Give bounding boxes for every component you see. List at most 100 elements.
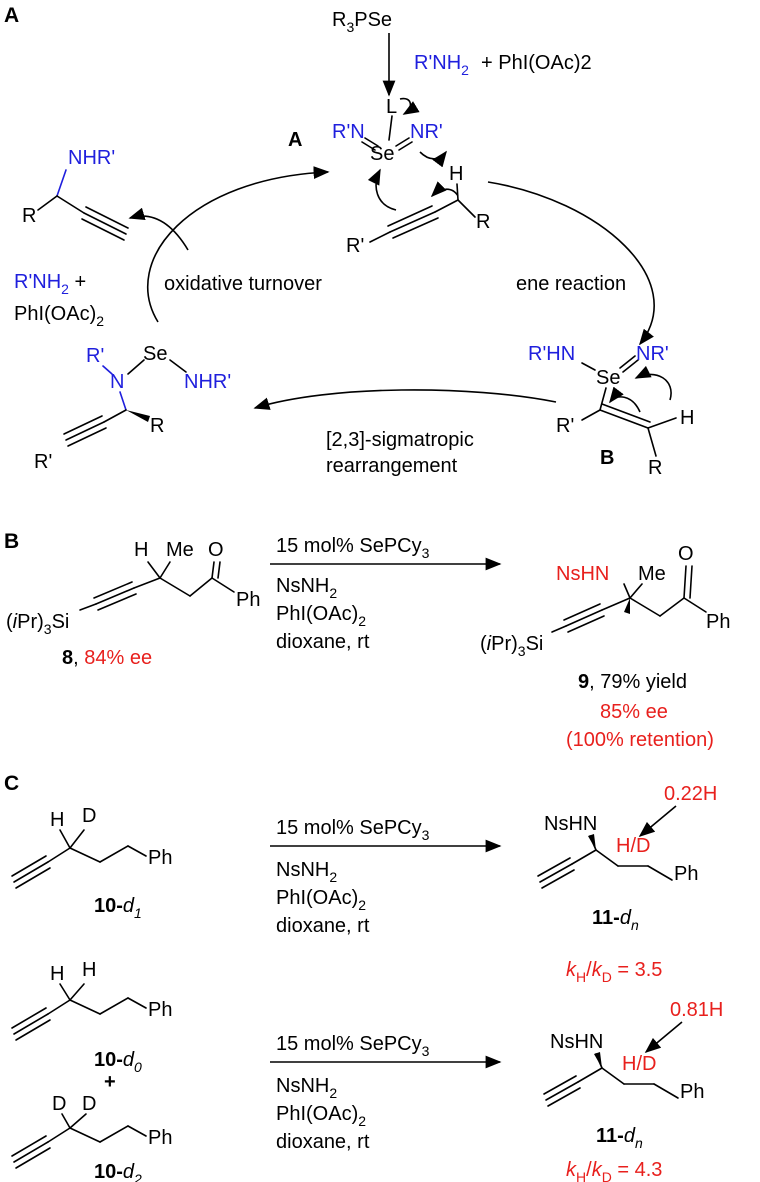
curved-arrow-alkyne: [367, 168, 397, 211]
product-alkyne-3: [567, 615, 605, 633]
ligand-label: L: [386, 96, 397, 118]
c1-propargyl: [47, 847, 71, 863]
product-nshn: NsHN: [556, 563, 609, 585]
sm-label: 8, 84% ee: [62, 647, 152, 669]
sm-me: Me: [166, 539, 194, 561]
product-ee: 85% ee: [600, 701, 668, 723]
c2-hd: H/D: [622, 1053, 656, 1075]
cycle-arc-left: [147, 166, 330, 323]
c2p-ph: Ph: [680, 1081, 704, 1103]
product-retention: (100% retention): [566, 729, 714, 751]
c1-d-bond: [69, 829, 85, 849]
product-me-bond: [629, 583, 643, 599]
c1-annotation: 0.22H: [664, 783, 717, 805]
panel-a-label: A: [4, 4, 19, 27]
c3-alkyne-1: [13, 1141, 49, 1163]
sm-alkyne-3: [97, 593, 137, 611]
se-n-double-bond-right: [395, 137, 410, 147]
panel-b-label: B: [4, 530, 19, 553]
c3-d1: D: [52, 1093, 66, 1115]
c1p-wedge: [588, 834, 596, 850]
sp-r-n-bond: [102, 365, 113, 375]
c1p-chain-1: [595, 849, 619, 867]
c1-nshn: NsHN: [544, 813, 597, 835]
c2p-propargyl: [577, 1067, 603, 1083]
selenium-atom-a: Se: [370, 143, 394, 165]
left-product-r: R: [22, 205, 36, 227]
product-ph: Ph: [706, 611, 730, 633]
product-co-bond: [659, 597, 685, 617]
sp-n-se-bond: [127, 359, 145, 375]
c2p-chain-3: [653, 1083, 679, 1099]
c1p-alkyne-1: [539, 863, 573, 883]
sigma-product-r-prime-2: R': [34, 451, 52, 473]
b-allene-2: [601, 403, 651, 423]
product-propargyl-bond: [601, 597, 631, 611]
sp-propargyl-bond: [103, 409, 127, 423]
c1p-ph: Ph: [674, 863, 698, 885]
sm-h-bond: [147, 561, 161, 579]
alkyne-r-group: R: [476, 211, 490, 233]
c1-chain-3: [127, 845, 147, 857]
c1-condition-2: NsNH2: [276, 859, 337, 885]
c3-propargyl: [47, 1127, 71, 1143]
c-r-bond: [457, 199, 476, 218]
c2-condition-4: dioxane, rt: [276, 1131, 370, 1153]
propargyl-bond-left: [56, 195, 85, 214]
sigma-product-r-prime: R': [86, 345, 104, 367]
c1-alkyne-1: [13, 861, 49, 883]
product-oxygen: O: [678, 543, 694, 565]
ene-reaction-label: ene reaction: [516, 273, 626, 295]
c3-label: 10-d2: [94, 1161, 142, 1182]
n-c-bond: [56, 169, 67, 197]
sigma-product-r: R: [150, 415, 164, 437]
sm-c-ph-bond: [211, 577, 235, 593]
c1p-alkyne-3: [541, 869, 575, 889]
c3-alkyne-2: [11, 1135, 47, 1157]
turnover-oxidant: PhI(OAc)2: [14, 303, 104, 329]
product-ch2-bond: [629, 597, 661, 617]
sigmatropic-label-1: [2,3]-sigmatropic: [326, 429, 474, 451]
c2-h1-bond: [59, 983, 71, 1001]
sm-alkyne-1: [95, 587, 135, 605]
curved-arrow-ligand: [399, 97, 420, 115]
product-amine: NHR': [68, 147, 115, 169]
sm-alkyne-2: [93, 581, 133, 599]
intermediate-a-label: A: [288, 129, 302, 151]
curved-arrow-b2: [609, 386, 641, 413]
c2-kie: kH/kD = 4.3: [566, 1159, 662, 1182]
c1-kie: kH/kD = 3.5: [566, 959, 662, 985]
c1-annotation-arrow: [638, 805, 677, 838]
c2-h1: H: [50, 963, 64, 985]
se-n-double-bond-left: [361, 141, 376, 151]
c1p-propargyl: [571, 849, 597, 865]
c2p-wedge: [594, 1052, 602, 1068]
c3-alkyne-3: [15, 1147, 51, 1169]
c2p-alkyne-1: [545, 1081, 579, 1101]
c3-d2: D: [82, 1093, 96, 1115]
c2-chain-1: [69, 999, 101, 1015]
c2-alkyne-1: [13, 1013, 49, 1035]
sm-ph: Ph: [236, 589, 260, 611]
sm-h: H: [134, 539, 148, 561]
product-me: Me: [638, 563, 666, 585]
c2-chain-3: [127, 997, 147, 1009]
c2-label: 10-d0: [94, 1049, 142, 1075]
sigma-product-n: N: [110, 371, 124, 393]
c1-ph: Ph: [148, 847, 172, 869]
c-r-bond-left: [37, 195, 58, 211]
imido-right: NR': [410, 121, 443, 143]
cycle-arc-right: [487, 181, 655, 346]
c1-condition-4: dioxane, rt: [276, 915, 370, 937]
curved-arrow-b1: [634, 365, 672, 401]
c1p-chain-3: [647, 865, 673, 881]
sm-co-double-2: [217, 561, 221, 579]
sm-co-bond: [189, 577, 213, 597]
c1-condition-1: 15 mol% SePCy3: [276, 817, 430, 843]
sm-me-bond: [159, 561, 171, 579]
sp-alkyne-2: [63, 415, 103, 435]
oxidative-turnover-label: oxidative turnover: [164, 273, 322, 295]
se-n-double-bond-right-2: [398, 141, 413, 151]
c1-h-bond: [59, 829, 71, 849]
